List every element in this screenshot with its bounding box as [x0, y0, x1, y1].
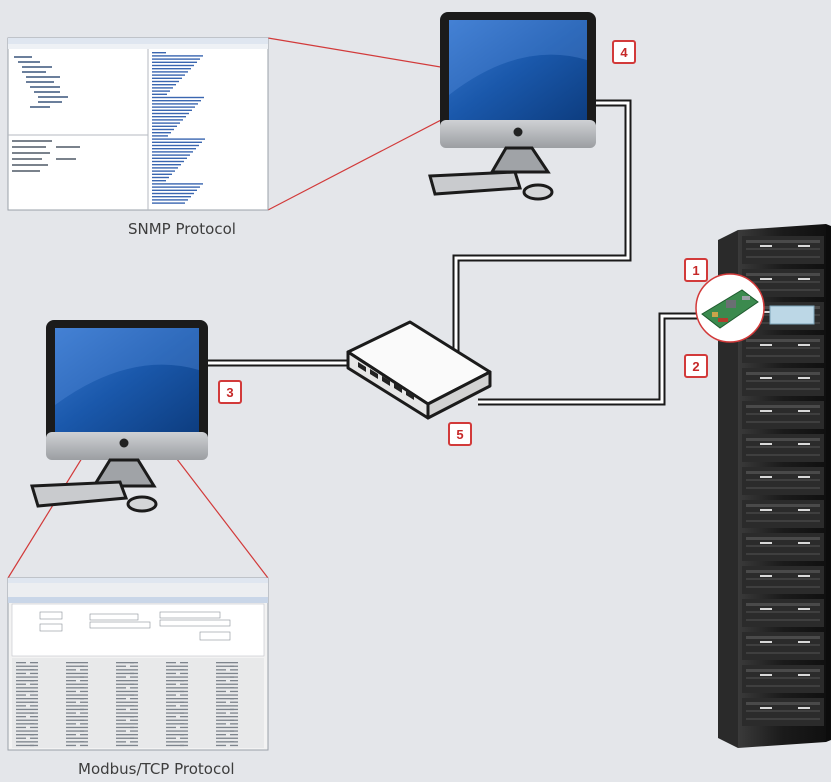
badge-snmp-pc: 4 — [612, 40, 636, 64]
modbus-protocol-caption: Modbus/TCP Protocol — [78, 760, 235, 778]
badge-ups-cable: 2 — [684, 354, 708, 378]
snmp-mouse — [522, 183, 554, 201]
cable-snmp-pc-to-switch — [452, 99, 632, 355]
snmp-window — [7, 37, 269, 211]
modbus-keyboard — [30, 480, 129, 508]
snmp-protocol-caption: SNMP Protocol — [128, 220, 236, 238]
communication-card — [695, 273, 765, 343]
snmp-keyboard — [428, 170, 522, 196]
badge-switch: 5 — [448, 422, 472, 446]
ups-cabinet — [718, 224, 831, 748]
snmp-monitor — [440, 12, 596, 174]
modbus-monitor — [46, 320, 208, 488]
badge-ups-card: 1 — [684, 258, 708, 282]
network-switch — [346, 320, 492, 420]
modbus-window — [7, 577, 269, 751]
cable-switch-to-ups — [478, 312, 700, 406]
modbus-mouse — [126, 495, 158, 513]
badge-modbus-pc: 3 — [218, 380, 242, 404]
